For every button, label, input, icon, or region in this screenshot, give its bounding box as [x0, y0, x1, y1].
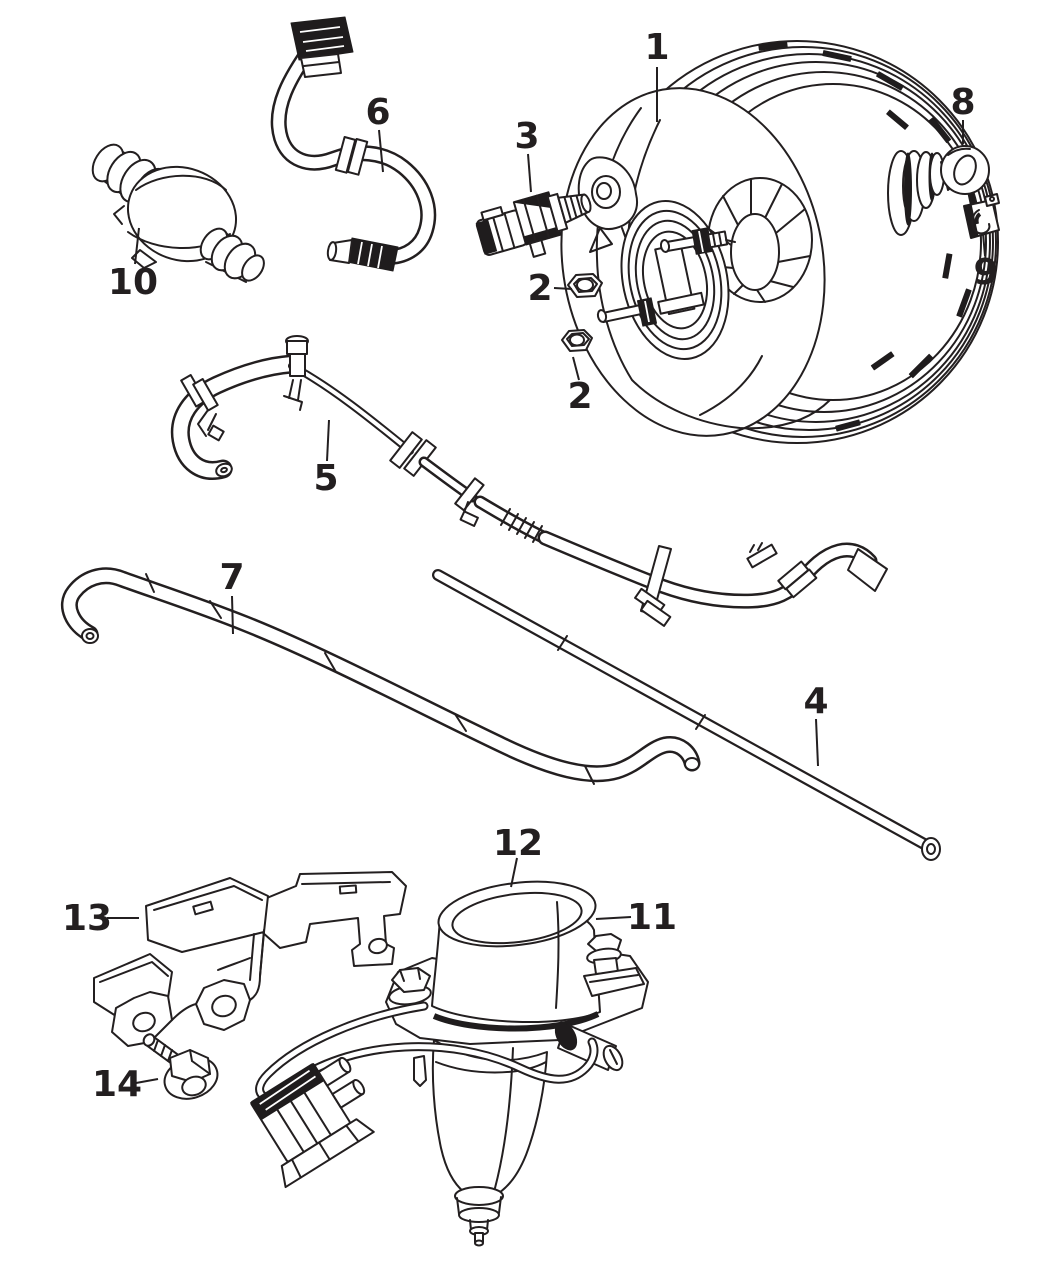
callout-8: 8: [950, 82, 975, 123]
pump-bolt-left: [388, 967, 432, 1006]
callout-7-leader: [231, 595, 234, 635]
callout-10: 10: [108, 262, 158, 303]
booster-stud-lower: [596, 297, 658, 327]
callout-12: 12: [493, 823, 543, 864]
vacuum-tube-drawing: [432, 569, 941, 861]
callout-13: 13: [62, 898, 112, 939]
callout-11-leader: [595, 916, 632, 920]
callout-2a-leader: [553, 287, 573, 290]
bracket-drawing: [93, 871, 407, 1047]
bolt-drawing: [142, 1033, 219, 1100]
hose-end-connector-top: [290, 16, 354, 61]
pump-electrical-connector: [250, 1056, 375, 1189]
callout-2-upper: 2: [527, 268, 552, 309]
hex-nut-lower-drawing: [561, 329, 593, 352]
callout-9-leader: [982, 232, 986, 257]
callout-14: 14: [92, 1064, 142, 1105]
retainer-clip-drawing: [963, 193, 1000, 239]
sensor-drawing: [475, 191, 592, 258]
callout-1: 1: [644, 27, 669, 68]
hex-nut-upper-drawing: [567, 273, 603, 298]
callout-2b-leader: [572, 356, 580, 381]
pushrod-eye-drawing: [940, 145, 990, 195]
pump-bolt-right: [583, 933, 645, 997]
booster-fan-pattern: [707, 177, 813, 303]
callout-11: 11: [627, 897, 677, 938]
callout-2-lower: 2: [567, 376, 592, 417]
brake-booster-drawing: [560, 40, 999, 444]
hose-open-end: [847, 548, 888, 592]
pump-outlet-port: [554, 1021, 624, 1072]
callout-3: 3: [514, 116, 539, 157]
callout-leaders: [107, 67, 986, 1084]
callout-4-leader: [815, 718, 819, 767]
booster-stud-upper: [659, 227, 736, 255]
long-hose-drawing: [60, 567, 701, 785]
callout-5-leader: [326, 419, 330, 462]
callout-14-leader: [135, 1078, 159, 1084]
callout-4: 4: [803, 681, 828, 722]
check-valve-drawing: [91, 143, 265, 283]
callout-12-leader: [510, 857, 518, 888]
callout-9: 9: [973, 252, 998, 293]
hose-end-connector-bottom: [346, 237, 399, 272]
callout-7: 7: [219, 557, 244, 598]
callout-5: 5: [313, 458, 338, 499]
hose-assembly-drawing: [170, 335, 888, 627]
vacuum-pump-drawing: [250, 880, 649, 1247]
callout-10-leader: [134, 227, 140, 265]
front-hose-drawing: [270, 16, 437, 272]
callout-6: 6: [365, 92, 390, 133]
pump-wiring-harness: [255, 1001, 599, 1101]
callout-6-leader: [378, 129, 384, 173]
pump-canister: [431, 1039, 548, 1200]
callout-numbers: 1 2 2 3 4 5 6 7 8 9 10 11 12 13 14: [62, 27, 999, 1105]
callout-3-leader: [527, 153, 532, 193]
